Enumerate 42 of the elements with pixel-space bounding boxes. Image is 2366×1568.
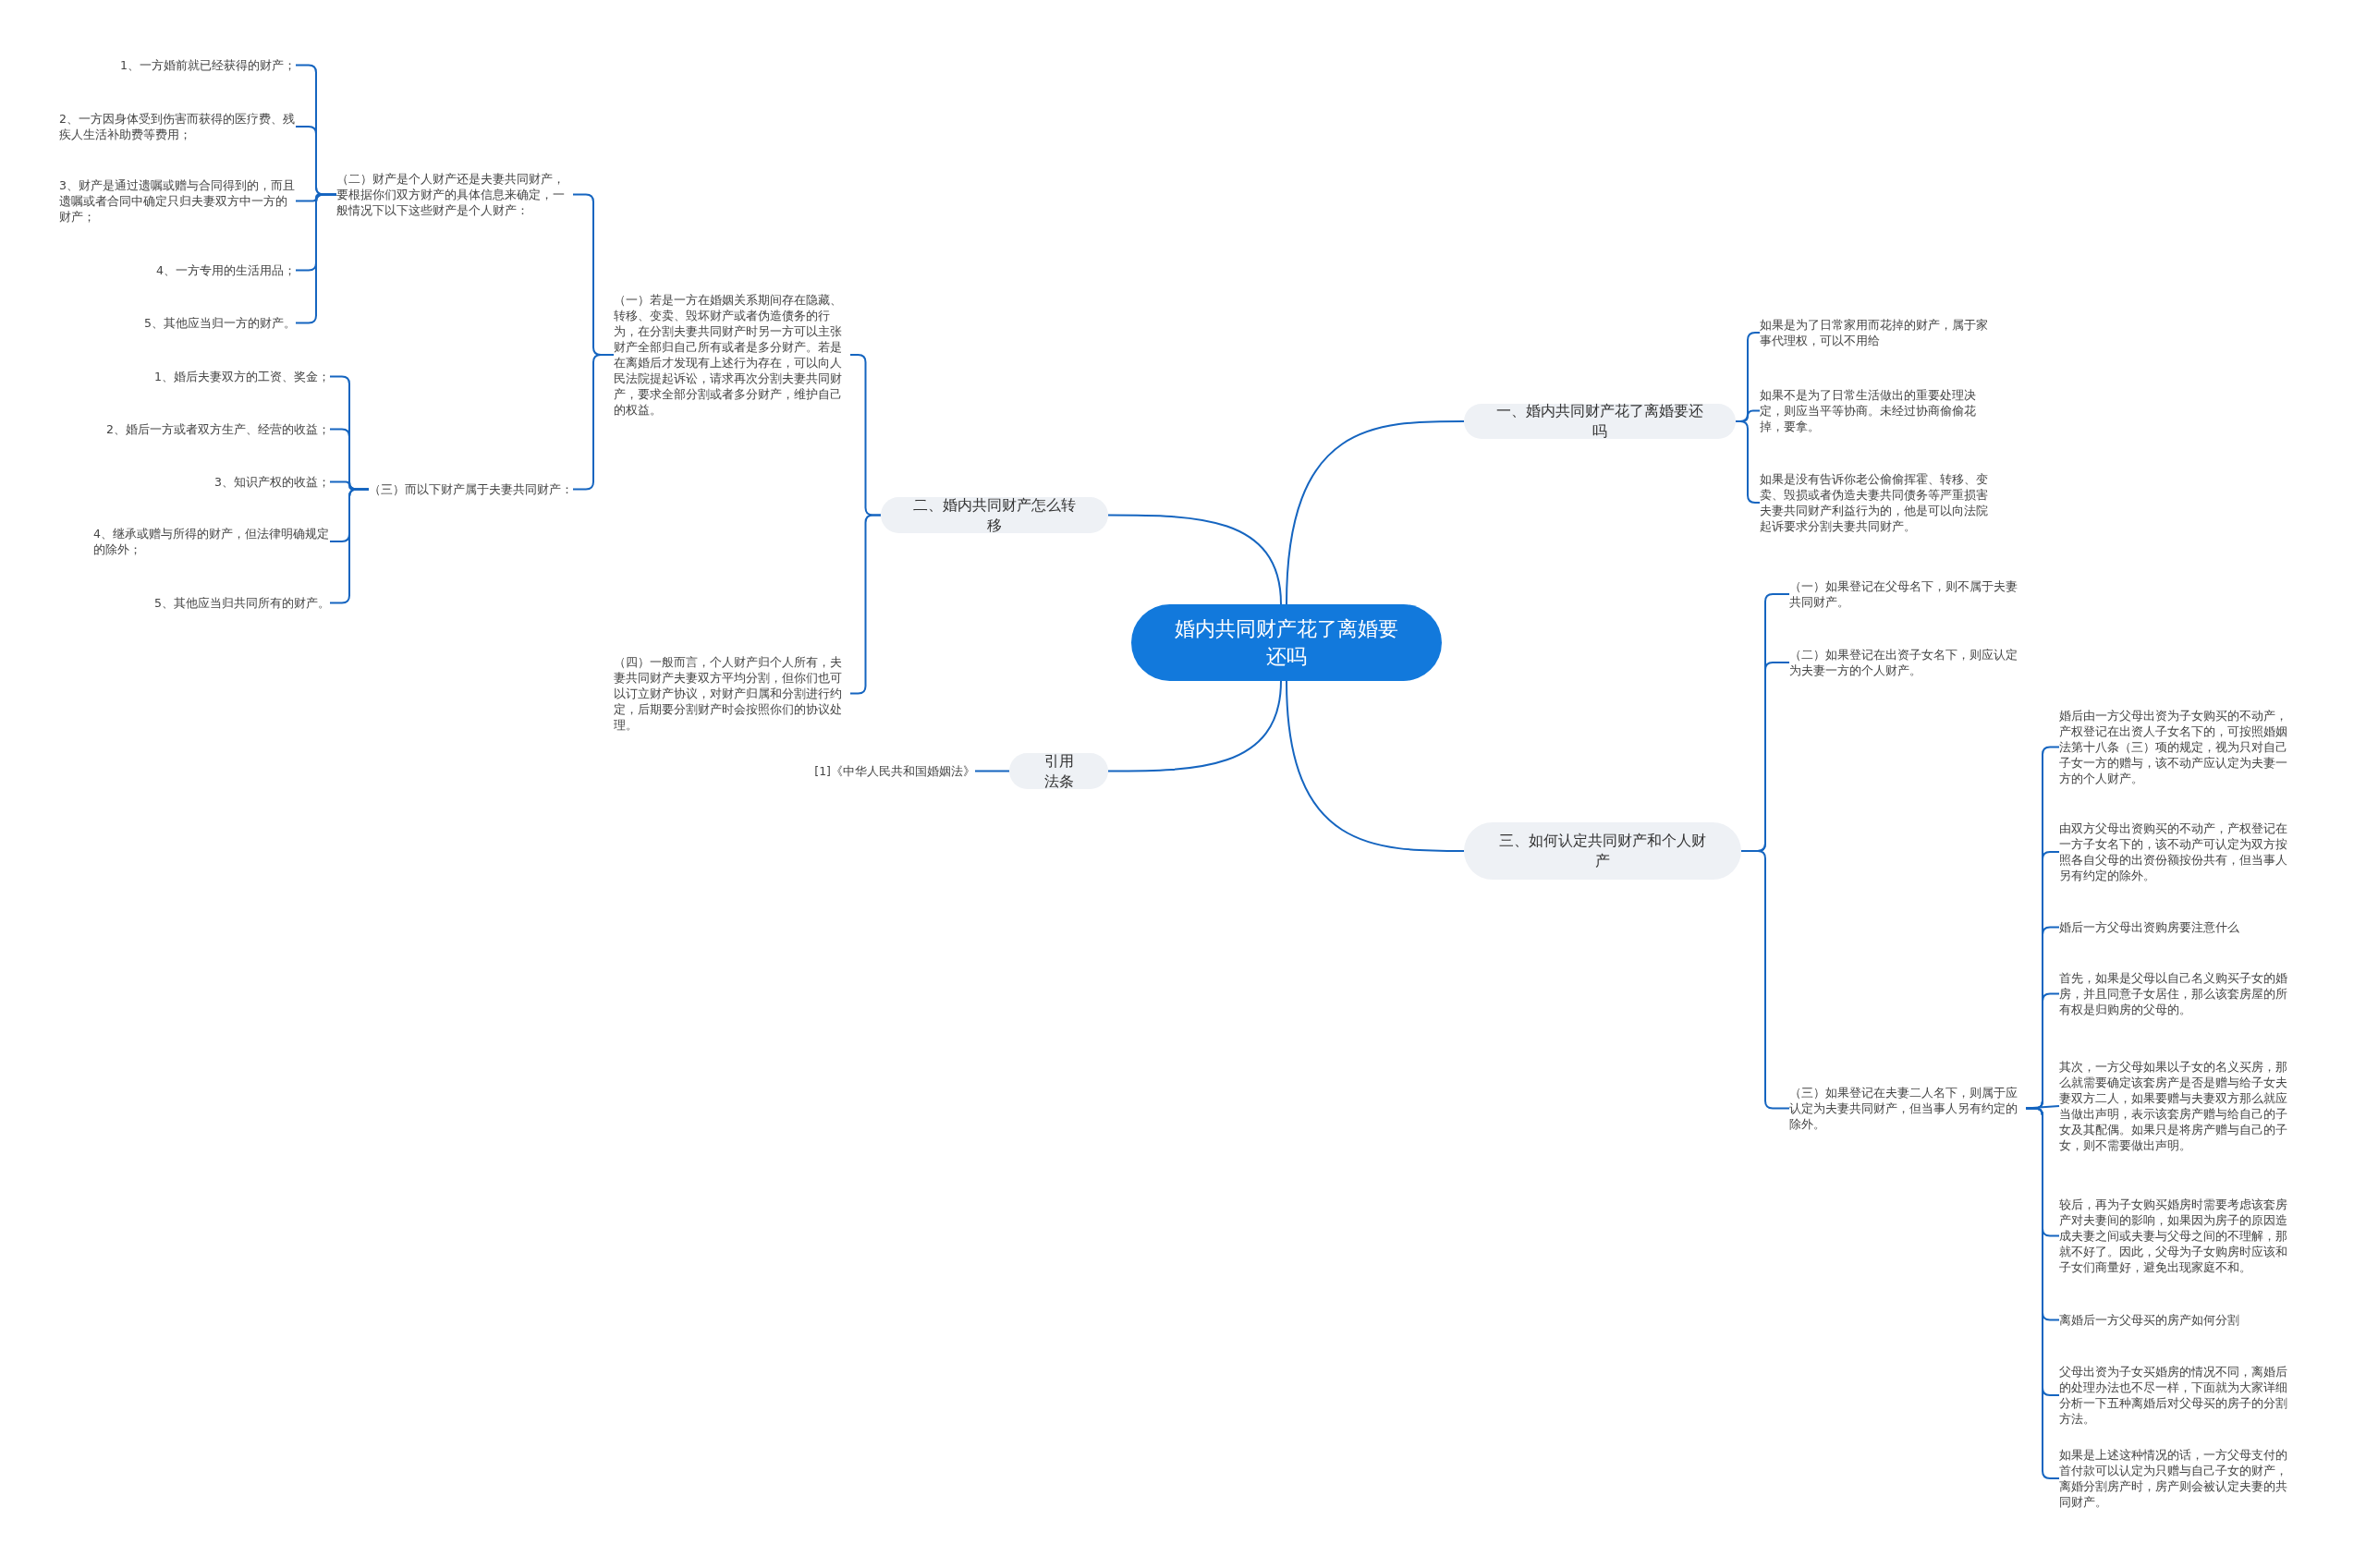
topic-text: 5、其他应当归共同所有的财产。 <box>154 595 330 611</box>
topic-text: （二）如果登记在出资子女名下，则应认定为夫妻一方的个人财产。 <box>1789 647 2026 678</box>
topic-text: 如果不是为了日常生活做出的重要处理决定，则应当平等协商。未经过协商偷偷花掉，要拿。 <box>1760 387 1996 434</box>
topic-text: 婚后一方父母出资购房要注意什么 <box>2059 919 2239 935</box>
connector-line <box>1107 680 1282 772</box>
topic-text: 3、知识产权的收益； <box>214 474 330 490</box>
topic-text: （一）如果登记在父母名下，则不属于夫妻共同财产。 <box>1789 578 2026 610</box>
topic-text: 1、婚后夫妻双方的工资、奖金； <box>154 369 330 384</box>
branch-topic: 一、婚内共同财产花了离婚要还吗 <box>1464 404 1736 439</box>
central-topic: 婚内共同财产花了离婚要还吗 <box>1131 604 1442 681</box>
topic-text: 1、一方婚前就已经获得的财产； <box>120 57 296 73</box>
topic-text: 4、继承或赠与所得的财产，但法律明确规定的除外； <box>93 526 330 557</box>
connector-line <box>1740 850 1790 1110</box>
branch-topic: 三、如何认定共同财产和个人财产 <box>1464 822 1741 880</box>
topic-text: 2、一方因身体受到伤害而获得的医疗费、残疾人生活补助费等费用； <box>59 111 296 142</box>
topic-text: 其次，一方父母如果以子女的名义买房，那么就需要确定该套房产是否是赠与给子女夫妻双方二人，如果要赠与夫妻双方那么就应当做出声明，表示该套房产赠与给自己的子女及其配偶。如果只是将房产赠与自己的子女，则不需要做出声明。 <box>2059 1059 2296 1153</box>
topic-text: 首先，如果是父母以自己名义购买子女的婚房，并且同意子女居住，那么该套房屋的所有权是归购房的父母的。 <box>2059 970 2296 1017</box>
topic-text: 2、婚后一方或者双方生产、经营的收益； <box>106 421 330 437</box>
topic-text: （三）而以下财产属于夫妻共同财产： <box>369 481 573 497</box>
topic-text: 婚后由一方父母出资为子女购买的不动产，产权登记在出资人子女名下的，可按照婚姻法第十八条（三）项的规定，视为只对自己子女一方的赠与，该不动产应认定为夫妻一方的个人财产。 <box>2059 708 2296 786</box>
connector-line <box>974 770 1010 772</box>
topic-text: 如果是没有告诉你老公偷偷挥霍、转移、变卖、毁损或者伪造夫妻共同债务等严重损害夫妻共同财产利益行为的，他是可以向法院起诉要求分割夫妻共同财产。 <box>1760 471 1996 534</box>
topic-text: [1]《中华人民共和国婚姻法》 <box>814 763 975 779</box>
topic-text: （三）如果登记在夫妻二人名下，则属于应认定为夫妻共同财产，但当事人另有约定的除外。 <box>1789 1085 2026 1132</box>
topic-text: （二）财产是个人财产还是夫妻共同财产，要根据你们双方财产的具体信息来确定，一般情况下以下这些财产是个人财产： <box>336 171 573 218</box>
branch-topic: 二、婚内共同财产怎么转移 <box>881 497 1108 533</box>
topic-text: 由双方父母出资购买的不动产，产权登记在一方子女名下的，该不动产可认定为双方按照各自父母的出资份额按份共有，但当事人另有约定的除外。 <box>2059 820 2296 883</box>
connector-line <box>2025 1105 2060 1110</box>
topic-text: 如果是上述这种情况的话，一方父母支付的首付款可以认定为只赠与自己子女的财产，离婚分割房产时，房产则会被认定夫妻的共同财产。 <box>2059 1447 2296 1510</box>
topic-text: 父母出资为子女买婚房的情况不同，离婚后的处理办法也不尽一样，下面就为大家详细分析一下五种离婚后对父母买的房子的分割方法。 <box>2059 1364 2296 1427</box>
topic-text: 较后，再为子女购买婚房时需要考虑该套房产对夫妻间的影响，如果因为房子的原因造成夫妻之间或夫妻与父母之间的不理解，那就不好了。因此，父母为子女购房时应该和子女们商量好，避免出现家庭不和。 <box>2059 1197 2296 1275</box>
branch-topic: 引用法条 <box>1009 753 1108 789</box>
topic-text: （一）若是一方在婚姻关系期间存在隐藏、转移、变卖、毁坏财产或者伪造债务的行为，在分割夫妻共同财产时另一方可以主张财产全部归自己所有或者是多分财产。若是在离婚后才发现有上述行为存在，可以向人民法院提起诉讼，请求再次分割夫妻共同财产，要求全部分割或者多分财产，维护自己的权益。 <box>614 292 850 418</box>
topic-text: （四）一般而言，个人财产归个人所有，夫妻共同财产夫妻双方平均分割，但你们也可以订立财产协议，对财产归属和分割进行约定，后期要分割财产时会按照你们的协议处理。 <box>614 654 850 733</box>
connector-line <box>1286 680 1465 852</box>
topic-text: 如果是为了日常家用而花掉的财产，属于家事代理权，可以不用给 <box>1760 317 1996 348</box>
topic-text: 3、财产是通过遗嘱或赠与合同得到的，而且遗嘱或者合同中确定只归夫妻双方中一方的财产； <box>59 177 296 225</box>
topic-text: 4、一方专用的生活用品； <box>156 262 296 278</box>
topic-text: 离婚后一方父母买的房产如何分割 <box>2059 1312 2239 1328</box>
connector-line <box>1107 514 1282 605</box>
connector-line <box>1286 420 1465 605</box>
topic-text: 5、其他应当归一方的财产。 <box>144 315 296 331</box>
